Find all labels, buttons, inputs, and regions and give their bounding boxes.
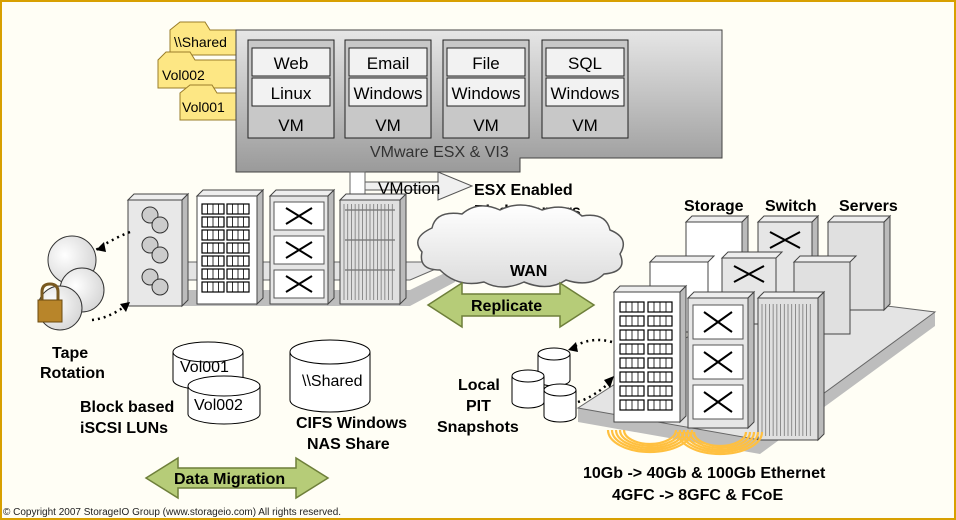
tape-label-line1: Tape (52, 345, 88, 362)
storage-array-front (612, 284, 688, 424)
vm-os-label: Windows (354, 84, 423, 103)
wan-label: WAN (510, 263, 547, 280)
data-migration-arrow: Data Migration (144, 456, 330, 500)
vm-app-label: Email (367, 54, 410, 73)
tape-label-line2: Rotation (40, 365, 105, 382)
fiber-cables (606, 429, 764, 456)
nas-share-label: \\Shared (302, 373, 362, 390)
snapshot-volumes (511, 347, 577, 423)
block-label-line1: Block based (80, 399, 174, 416)
volume-vol001-label: Vol001 (180, 359, 229, 376)
snapshot-label-line3: Snapshots (437, 419, 519, 436)
snapshot-arrow-out (571, 338, 613, 350)
vm-os-label: Windows (551, 84, 620, 103)
wan-cloud: WAN (417, 204, 625, 288)
speed-label-line1: 10Gb -> 40Gb & 100Gb Ethernet (583, 465, 826, 482)
copyright-text: © Copyright 2007 StorageIO Group (www.st… (3, 507, 342, 518)
folder-vol001: Vol001 (179, 84, 241, 121)
vm-os-label: Linux (271, 84, 312, 103)
tape-library (126, 192, 190, 308)
speed-label-line2: 4GFC -> 8GFC & FCoE (612, 487, 783, 504)
network-switch-front (686, 290, 756, 430)
vm-type-label: VM (278, 116, 304, 135)
block-label-line2: iSCSI LUNs (80, 420, 168, 437)
cifs-label-line2: NAS Share (307, 436, 390, 453)
blade-server-left (338, 192, 408, 306)
switch-header: Switch (765, 198, 817, 215)
vm-type-label: VM (375, 116, 401, 135)
blade-server-front (756, 290, 826, 442)
volume-vol002: Vol002 (187, 375, 261, 425)
esx-label-line1: ESX Enabled (474, 182, 573, 199)
snapshot-label-line1: Local (458, 377, 500, 394)
volume-vol002-label: Vol002 (194, 397, 243, 414)
folder-shared-label: \\Shared (174, 34, 227, 50)
vm-app-label: SQL (568, 54, 602, 73)
nas-share: \\Shared (289, 339, 371, 413)
volume-vol001: Vol001 (172, 341, 244, 391)
folder-vol001-label: Vol001 (182, 99, 225, 115)
snapshot-label-line2: PIT (466, 398, 491, 415)
folder-vol002-label: Vol002 (162, 67, 205, 83)
vm-app-label: File (472, 54, 499, 73)
cifs-label-line1: CIFS Windows (296, 415, 407, 432)
vm-os-label: Windows (452, 84, 521, 103)
vm-type-label: VM (572, 116, 598, 135)
storage-array-left (195, 188, 265, 306)
replicate-label: Replicate (471, 298, 542, 315)
hypervisor-label: VMware ESX & VI3 (370, 144, 509, 161)
storage-header: Storage (684, 198, 744, 215)
vm-app-label: Web (274, 54, 309, 73)
replicate-arrow: Replicate (426, 281, 596, 329)
data-migration-label: Data Migration (174, 471, 285, 488)
network-switch-left (268, 188, 336, 306)
vm-type-label: VM (473, 116, 499, 135)
folder-vol002: Vol002 (157, 51, 241, 89)
folder-shared: \\Shared (169, 21, 237, 56)
lock-icon (37, 282, 63, 323)
vmotion-label: VMotion (378, 179, 440, 198)
servers-header: Servers (839, 198, 898, 215)
